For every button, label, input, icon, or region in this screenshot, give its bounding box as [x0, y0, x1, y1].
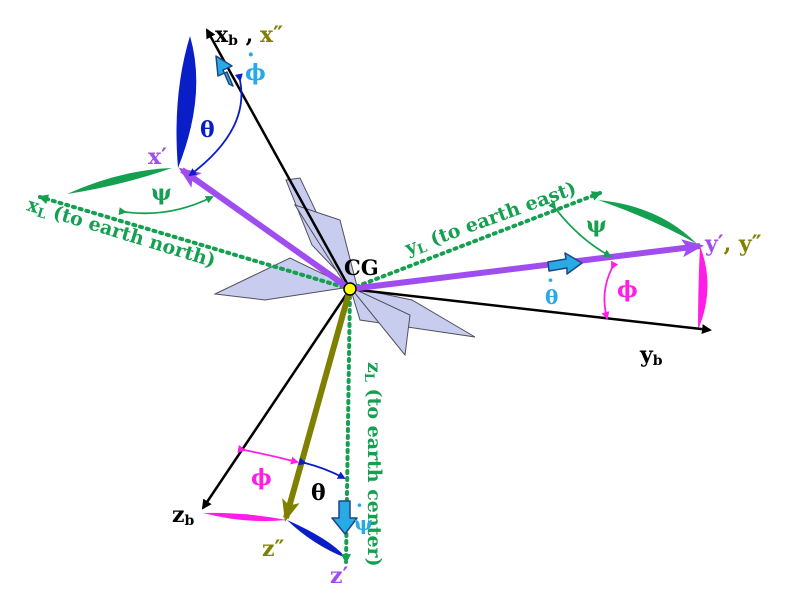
psi-crescent-right: [598, 200, 697, 244]
aircraft-vertical-fin: [349, 286, 411, 357]
phi-dot-label: ϕ: [245, 60, 266, 86]
z-double-prime-label: z″: [262, 536, 284, 562]
psi-dot-rate-arrow: [331, 500, 358, 535]
psi-label-right: ψ: [586, 212, 607, 238]
phi-label-bottom: ϕ: [251, 465, 272, 491]
zl-label: zL (to earth center): [361, 362, 385, 567]
psi-dot-mark: ·: [356, 493, 363, 517]
cg-point: [343, 282, 357, 296]
yb-axis: [349, 287, 712, 335]
theta-label-top: θ: [200, 117, 215, 143]
phi-arc-right: [601, 260, 619, 320]
phi-crescent-right: [698, 246, 708, 330]
y-prime-label: y′, y″: [704, 231, 762, 257]
phi-dot-rate-arrow: [215, 55, 234, 87]
theta-dot-label: θ: [545, 285, 558, 309]
yb-label: yb: [639, 342, 663, 369]
z-double-prime-axis: [282, 288, 353, 522]
xb-label: xb ,: [215, 22, 253, 49]
psi-arc-top: [118, 196, 214, 216]
phi-dot-mark: ·: [247, 42, 255, 68]
theta-crescent-bottom: [287, 520, 346, 558]
phi-crescent-bottom: [203, 512, 287, 522]
z-prime-label: z′: [330, 563, 348, 589]
xl-axis: [38, 194, 352, 291]
psi-dot-label: ψ: [354, 511, 373, 535]
psi-arc-right: [548, 200, 612, 257]
theta-arc-top: [188, 73, 243, 177]
zb-label: zb: [172, 502, 195, 529]
theta-label-bottom: θ: [311, 480, 326, 506]
y-prime-axis: [349, 239, 704, 292]
xb-axis: [205, 28, 352, 290]
aircraft-right-wing: [349, 286, 476, 338]
phi-arc-bottom: [237, 444, 299, 465]
cg-label: CG: [344, 255, 379, 280]
x-double-prime-label: x″: [260, 22, 283, 48]
psi-crescent-top: [67, 168, 172, 194]
yl-label: yL (to earth east): [401, 177, 580, 262]
psi-label-top: ψ: [151, 180, 172, 206]
zb-axis: [201, 288, 352, 510]
x-prime-label: x′: [148, 144, 167, 170]
x-prime-axis: [178, 167, 352, 292]
phi-label-right: ϕ: [617, 277, 638, 303]
theta-dot-rate-arrow: [547, 252, 583, 275]
theta-crescent-top: [176, 36, 197, 168]
theta-dot-mark: ·: [547, 268, 554, 292]
theta-arc-bottom: [298, 457, 346, 479]
